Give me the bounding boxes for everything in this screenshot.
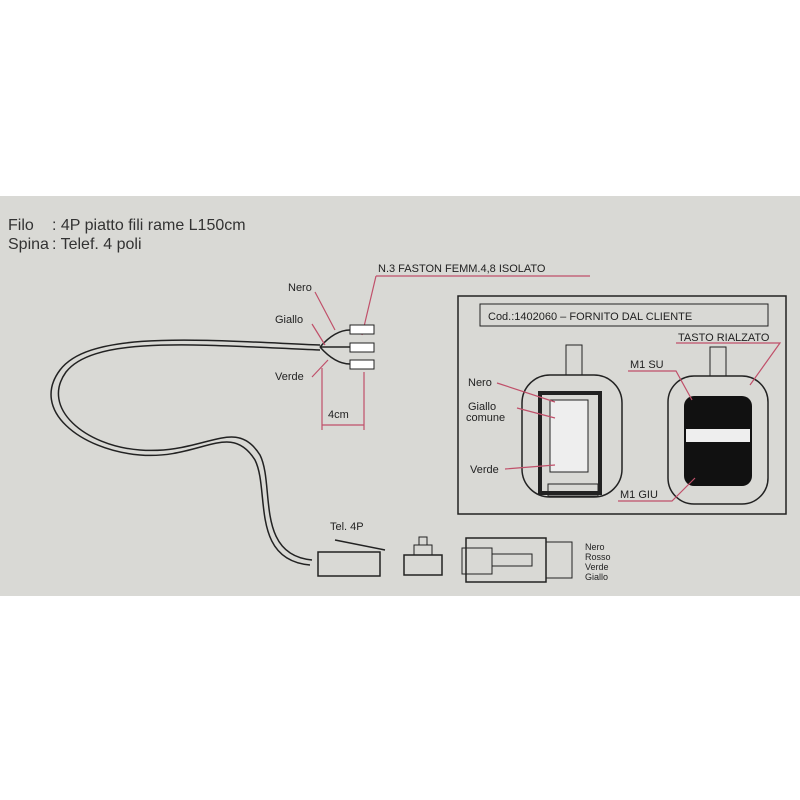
socket-label-giallo: Giallo — [468, 401, 496, 413]
filo-label: Filo — [8, 217, 34, 234]
remote-button — [667, 346, 769, 505]
faston-connector — [349, 359, 375, 370]
pin-rosso: Rosso — [585, 552, 611, 562]
socket-label-verde: Verde — [470, 464, 499, 476]
pin-nero: Nero — [585, 542, 605, 552]
diagram-panel — [0, 196, 800, 596]
rj-plug-front — [403, 536, 443, 576]
socket-label-comune: comune — [466, 412, 505, 424]
pin-giallo: Giallo — [585, 572, 608, 582]
code-box — [479, 303, 769, 327]
length-dimension — [321, 368, 365, 430]
spina-value: : Telef. 4 poli — [52, 236, 142, 253]
filo-value: : 4P piatto fili rame L150cm — [52, 217, 246, 234]
m1-su-label: M1 SU — [630, 359, 664, 371]
cable — [50, 339, 321, 566]
wire-label-verde: Verde — [275, 371, 304, 383]
inset-frame — [457, 295, 787, 515]
faston-connectors — [319, 324, 375, 370]
wire-label-nero: Nero — [288, 282, 312, 294]
code-label: Cod.:1402060 – FORNITO DAL CLIENTE — [488, 311, 692, 323]
socket-label-nero: Nero — [468, 377, 492, 389]
plug-label: Tel. 4P — [330, 521, 364, 533]
pin-verde: Verde — [585, 562, 609, 572]
tasto-label: TASTO RIALZATO — [678, 332, 770, 344]
m1-giu-label: M1 GIU — [620, 489, 658, 501]
faston-note: N.3 FASTON FEMM.4,8 ISOLATO — [378, 263, 546, 275]
wire-label-giallo: Giallo — [275, 314, 303, 326]
rj-plug-top — [461, 537, 573, 583]
faston-connector — [349, 342, 375, 353]
faston-connector — [349, 324, 375, 335]
spina-label: Spina — [8, 236, 49, 253]
length-label: 4cm — [328, 409, 349, 421]
receiver-socket — [521, 344, 623, 498]
rj-plug-side — [317, 539, 386, 577]
